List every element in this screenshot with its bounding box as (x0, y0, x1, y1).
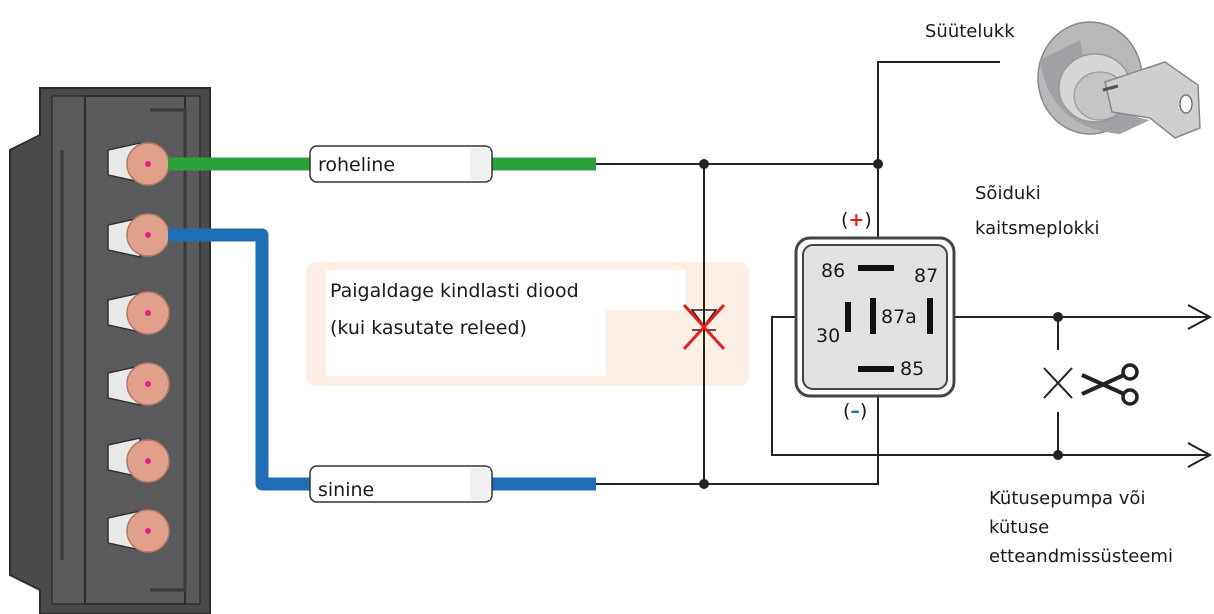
connector-block (9, 87, 211, 614)
pin-2 (107, 213, 170, 258)
fuel-pump-label-line2: kütuse (989, 517, 1049, 538)
cut-cross-icon (1043, 367, 1073, 399)
relay: 86 87 87a 30 85 (794, 236, 956, 398)
blue-wire: sinine (168, 228, 596, 503)
relay-pin-30: 30 (816, 325, 840, 347)
pin-3 (107, 291, 170, 335)
pin-4 (107, 362, 170, 406)
ignition-lock-label: Süütelukk (925, 21, 1015, 42)
scissors-icon (1081, 363, 1139, 406)
green-wire-label: roheline (318, 154, 395, 176)
blue-wire-label: sinine (318, 479, 374, 501)
relay-pin-87: 87 (914, 265, 938, 287)
junction-dots (699, 159, 1063, 489)
relay-contact-87a (870, 298, 876, 334)
fuel-pump-label-line1: Kütusepumpa või (989, 488, 1145, 509)
pin-6 (107, 509, 170, 553)
relay-contact-85 (858, 366, 894, 372)
pin-1 (107, 142, 170, 186)
green-wire: roheline (168, 145, 596, 183)
diode-cross-icon (682, 303, 726, 351)
fuse-block-label-line2: kaitsmeplokki (975, 218, 1099, 239)
ignition-key-icon (1037, 21, 1201, 139)
minus-label: (–) (843, 400, 867, 422)
fuse-block-label-line1: Sõiduki (975, 183, 1041, 204)
plus-label: (+) (841, 209, 872, 231)
connector-pins (107, 142, 170, 553)
pin-5 (107, 437, 170, 483)
relay-contact-87 (927, 298, 933, 334)
relay-pin-87a: 87a (881, 306, 917, 328)
relay-pin-86: 86 (821, 260, 845, 282)
diode-note-box: Paigaldage kindlasti diood (kui kasutate… (306, 262, 749, 386)
fuel-pump-label-line3: etteandmissüsteemi (989, 546, 1173, 567)
relay-pin-85: 85 (900, 358, 924, 380)
arrow-heads (1187, 304, 1213, 468)
relay-contact-30 (845, 302, 851, 332)
relay-contact-86 (858, 265, 894, 271)
diode-note-line2: (kui kasutate releed) (330, 317, 527, 339)
circuit-lines (596, 61, 1208, 485)
diode-note-line1: Paigaldage kindlasti diood (330, 280, 579, 302)
